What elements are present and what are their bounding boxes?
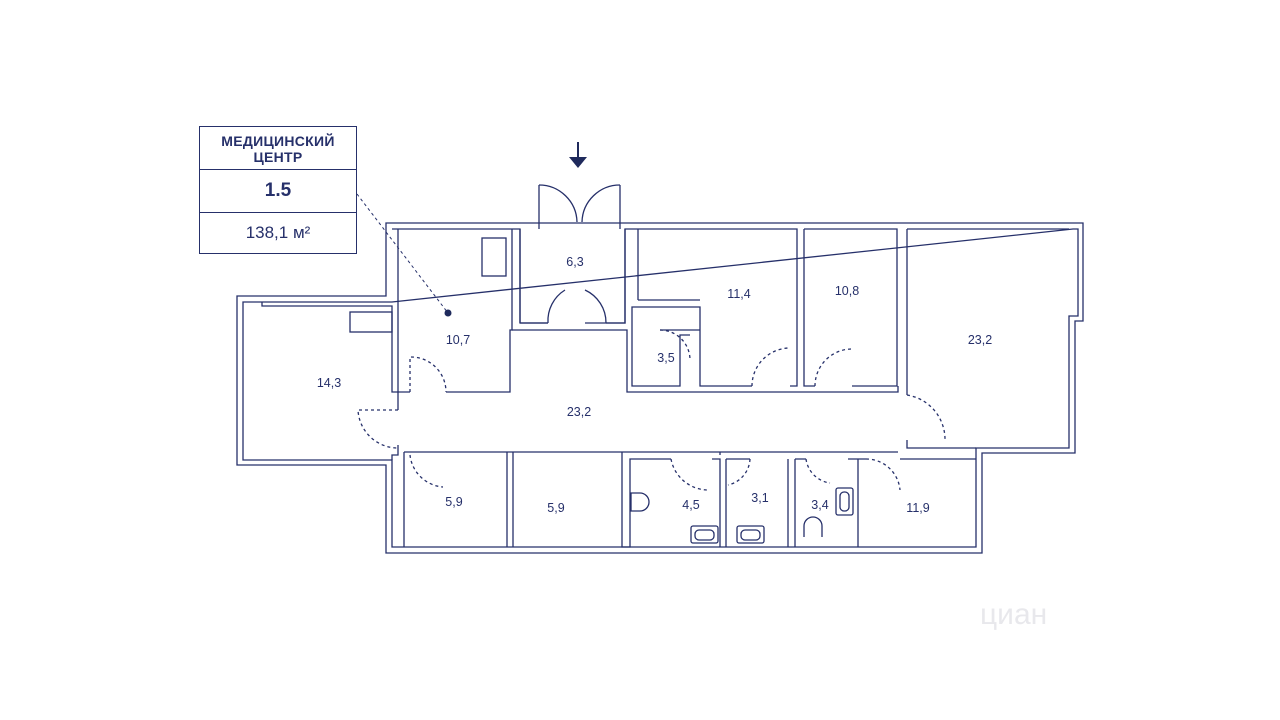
room-label: 3,4: [811, 498, 828, 512]
room-label: 3,5: [657, 351, 674, 365]
watermark: циан: [980, 598, 1047, 631]
outer-wall: [236, 222, 1084, 554]
unit-title: МЕДИЦИНСКИЙ ЦЕНТР: [200, 127, 356, 170]
room-label: 5,9: [547, 501, 564, 515]
leader-line: [356, 193, 449, 314]
room-label: 4,5: [682, 498, 699, 512]
room-label: 23,2: [567, 405, 591, 419]
room-label: 11,9: [906, 501, 929, 515]
room-label: 10,7: [446, 333, 470, 347]
unit-number: 1.5: [200, 170, 356, 213]
room-label: 5,9: [445, 495, 462, 509]
room-label: 11,4: [727, 287, 750, 301]
unit-card: МЕДИЦИНСКИЙ ЦЕНТР 1.5 138,1 м²: [199, 126, 357, 254]
inner-outline: [242, 228, 1079, 548]
room-label: 6,3: [566, 255, 583, 269]
unit-area: 138,1 м²: [245, 223, 311, 242]
entrance-arrow-icon: [569, 142, 587, 168]
room-label: 23,2: [968, 333, 992, 347]
room-label: 3,1: [751, 491, 768, 505]
room-label: 10,8: [835, 284, 859, 298]
location-dot: [444, 309, 452, 317]
room-label: 14,3: [317, 376, 341, 390]
